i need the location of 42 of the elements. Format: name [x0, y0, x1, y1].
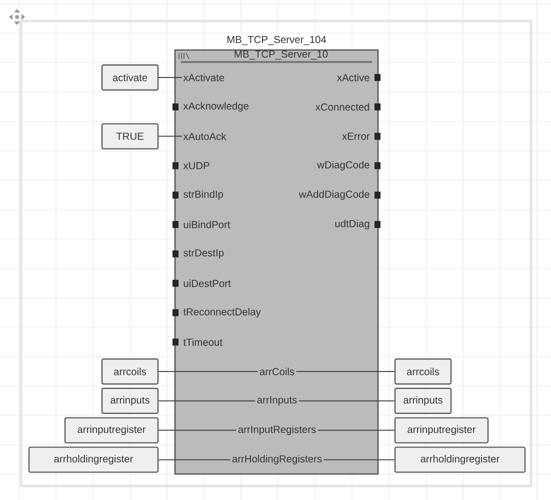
connection-line: [158, 136, 182, 137]
connection-line: [317, 430, 395, 431]
pin-name: wAddDiagCode: [298, 190, 370, 200]
pin-name: xUDP: [183, 162, 210, 170]
connection-line: [158, 371, 258, 372]
pin-name: xActivate: [183, 74, 224, 82]
connection-line: [158, 77, 182, 78]
variable-box: activate: [101, 64, 159, 91]
connection-line: [158, 430, 237, 431]
pin-name: strBindIp: [184, 190, 224, 200]
pin-name: xAcknowledge: [183, 102, 249, 112]
pin-name: xConnected: [315, 103, 370, 111]
connection-line: [158, 400, 256, 402]
pin-name: uiBindPort: [184, 220, 230, 228]
pin-name: arrInputs: [257, 396, 297, 406]
block-title: MB_TCP_Server_10: [234, 50, 328, 60]
pin-name: xAutoAck: [183, 132, 226, 140]
connection-line: [323, 459, 395, 460]
pin-name: arrInputRegisters: [238, 426, 316, 436]
connection-line: [158, 459, 231, 460]
pin-name: strDestIp: [184, 249, 224, 258]
variable-box: arrinputs: [101, 388, 159, 414]
variable-box: arrinputs: [394, 388, 452, 414]
pin-name: tTimeout: [183, 338, 222, 346]
variable-box: arrinputregister: [394, 417, 489, 444]
variable-box: arrcoils: [101, 358, 159, 385]
pin-name: arrCoils: [260, 368, 294, 376]
pin-name: xActive: [337, 74, 370, 82]
instance-name: MB_TCP_Server_104: [226, 34, 328, 46]
connection-line: [296, 371, 395, 372]
pin-name: arrHoldingRegisters: [232, 454, 322, 464]
connection-line: [298, 400, 395, 402]
pin-name: xError: [342, 132, 370, 140]
pin-name: wDiagCode: [317, 160, 370, 170]
pin-name: tReconnectDelay: [183, 308, 261, 318]
pin-name: uiDestPort: [184, 280, 231, 288]
variable-box: arrcoils: [394, 358, 452, 385]
variable-box: arrinputregister: [64, 417, 159, 444]
pin-name: udtDiag: [335, 220, 370, 230]
variable-box: TRUE: [101, 123, 159, 150]
variable-box: arrholdingregister: [394, 446, 526, 473]
variable-box: arrholdingregister: [28, 446, 159, 473]
